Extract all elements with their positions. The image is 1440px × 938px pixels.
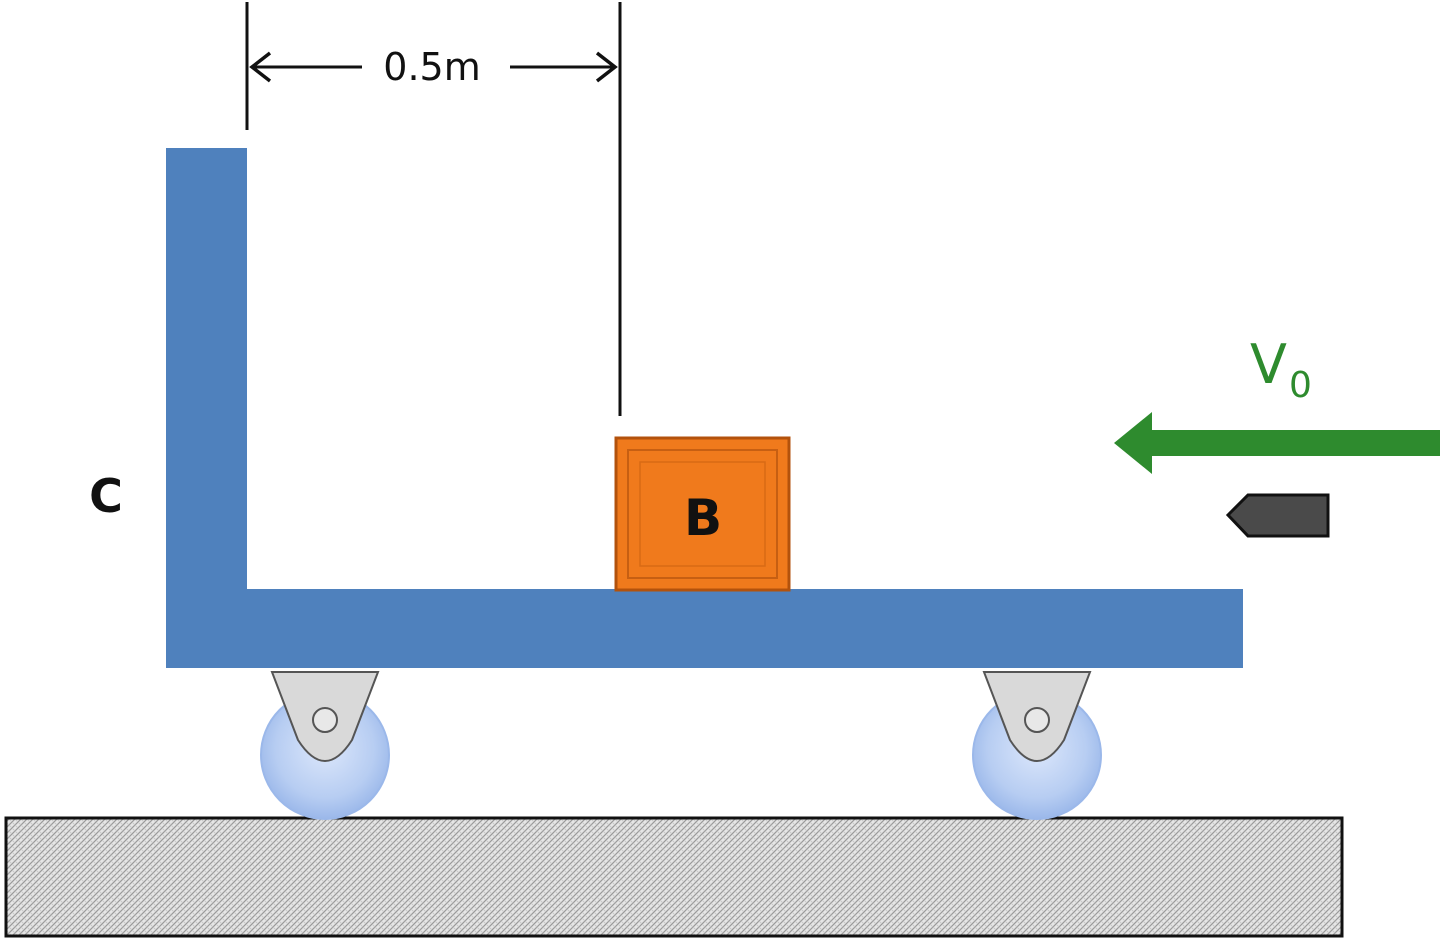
- dimension-label: 0.5m: [383, 45, 480, 89]
- cart-label: C: [89, 469, 123, 523]
- axle-icon: [312, 707, 338, 733]
- cart-body: [166, 148, 1243, 668]
- block-b: [614, 436, 791, 592]
- wheel-right: [972, 671, 1102, 820]
- velocity-symbol: V: [1250, 333, 1287, 396]
- block-label: B: [684, 489, 722, 547]
- velocity-label: V0: [1250, 333, 1312, 406]
- velocity-subscript: 0: [1289, 365, 1312, 406]
- ground: [4, 816, 1344, 938]
- velocity-arrow-icon: [1114, 412, 1440, 474]
- axle-icon: [1024, 707, 1050, 733]
- dimension-arrowhead-left-icon: [249, 51, 272, 83]
- dimension-arrowhead-right-icon: [595, 51, 618, 83]
- bullet-icon: [1225, 493, 1330, 538]
- wheel-left: [260, 671, 390, 820]
